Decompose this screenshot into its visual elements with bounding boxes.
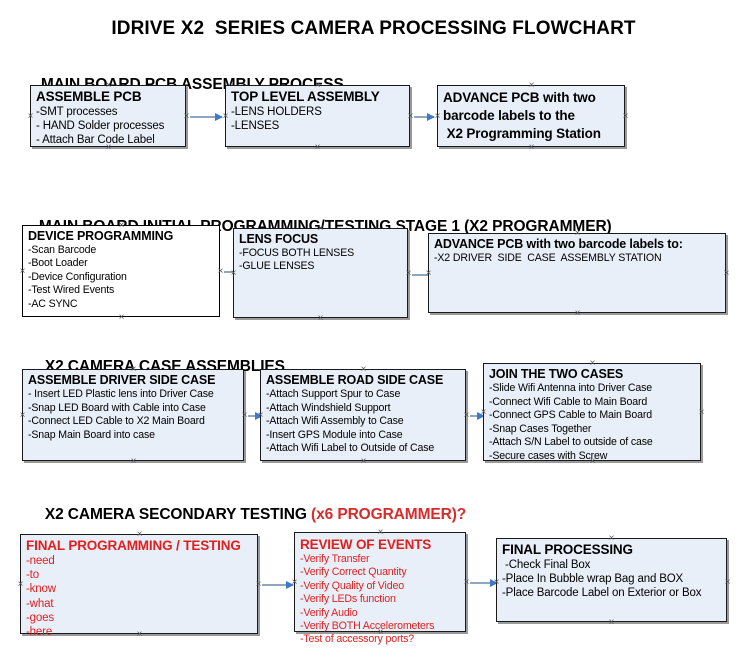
node-review-of-events[interactable]: REVIEW OF EVENTS -Verify Transfer -Verif… xyxy=(294,532,466,645)
connector-road-side-to-join-cases xyxy=(470,411,485,420)
node-line: -know xyxy=(26,583,56,596)
node-line: -Snap Cases Together xyxy=(489,422,592,435)
node-line: -Verify LEDs function xyxy=(300,593,396,606)
node-line: -Insert GPS Module into Case xyxy=(266,428,403,441)
connector-review-of-events-to-final-processing xyxy=(470,578,498,587)
node-title: FINAL PROCESSING xyxy=(502,542,633,557)
node-title: ASSEMBLE DRIVER SIDE CASE xyxy=(28,373,216,387)
node-line: - HAND Solder processes xyxy=(36,120,165,133)
node-line: -Verify Audio xyxy=(300,606,358,619)
node-device-programming[interactable]: DEVICE PROGRAMMING -Scan Barcode -Boot L… xyxy=(22,225,220,317)
node-line: -to xyxy=(26,569,39,582)
node-final-programming-testing[interactable]: FINAL PROGRAMMING / TESTING -need -to -k… xyxy=(20,534,258,638)
node-line: -Place In Bubble wrap Bag and BOX xyxy=(502,573,684,586)
node-assemble-road-side-case[interactable]: ASSEMBLE ROAD SIDE CASE -Attach Support … xyxy=(260,369,466,461)
section-heading-x2-camera-secondary-testing: X2 CAMERA SECONDARY TESTING (x6 PROGRAMM… xyxy=(28,488,466,542)
node-line: -Attach Windshield Support xyxy=(266,401,391,414)
node-line: -Attach Wifi Label to Outside of Case xyxy=(266,442,435,455)
node-line: -Connect LED Cable to X2 Main Board xyxy=(28,415,205,428)
node-line: -Device Configuration xyxy=(28,270,127,283)
node-line: -Attach S/N Label to outside of case xyxy=(489,436,653,449)
node-line: -Snap Main Board into case xyxy=(28,428,155,441)
node-line: -Place Barcode Label on Exterior or Box xyxy=(502,587,702,600)
node-line: -Check Final Box xyxy=(502,559,591,571)
node-line-overflow: -Test of accessory ports? xyxy=(300,633,415,646)
section-heading-accent: (x6 PROGRAMMER)? xyxy=(311,506,467,523)
node-line: -here xyxy=(26,626,53,639)
node-line: -Connect Wifi Cable to Main Board xyxy=(489,395,648,408)
node-line: -Scan Barcode xyxy=(28,244,97,256)
node-line: -LENS HOLDERS xyxy=(231,106,322,118)
node-line: -AC SYNC xyxy=(28,297,78,310)
node-line: -need xyxy=(26,555,55,567)
node-title: ADVANCE PCB with two barcode labels to: xyxy=(434,237,683,251)
node-line: -Attach Support Spur to Case xyxy=(266,388,401,400)
connector-driver-side-to-road-side xyxy=(248,411,263,420)
node-title: LENS FOCUS xyxy=(239,232,319,246)
node-top-level-assembly[interactable]: TOP LEVEL ASSEMBLY -LENS HOLDERS -LENSES xyxy=(225,85,410,147)
node-line: -Test Wired Events xyxy=(28,284,115,297)
node-line: -Verify BOTH Accelerometers xyxy=(300,620,435,633)
node-title: ADVANCE PCB with two barcode labels to t… xyxy=(443,90,601,141)
node-line: - Insert LED Plastic lens into Driver Ca… xyxy=(28,388,214,400)
node-line: -FOCUS BOTH LENSES xyxy=(239,247,355,259)
node-line: -SMT processes xyxy=(36,106,118,118)
node-line: -Secure cases with Screw xyxy=(489,449,608,462)
node-final-processing[interactable]: FINAL PROCESSING -Check Final Box -Place… xyxy=(496,538,727,622)
node-line: -Snap LED Board with Cable into Case xyxy=(28,401,206,414)
node-lens-focus[interactable]: LENS FOCUS -FOCUS BOTH LENSES -GLUE LENS… xyxy=(233,228,408,318)
node-line: -goes xyxy=(26,611,55,624)
connector-final-programming-to-review-of-events xyxy=(262,580,294,589)
node-line: -Verify Correct Quantity xyxy=(300,566,407,579)
node-line: -Slide Wifi Antenna into Driver Case xyxy=(489,382,652,394)
node-title: FINAL PROGRAMMING / TESTING xyxy=(26,538,241,553)
node-line: -LENSES xyxy=(231,120,280,133)
node-line: -Attach Wifi Assembly to Case xyxy=(266,415,404,428)
page-title: IDRIVE X2 SERIES CAMERA PROCESSING FLOWC… xyxy=(111,18,636,39)
connector-assemble-pcb-to-top-level-assembly xyxy=(190,112,223,121)
node-line: -Verify Transfer xyxy=(300,553,370,565)
node-title: TOP LEVEL ASSEMBLY xyxy=(231,89,380,104)
node-title: DEVICE PROGRAMMING xyxy=(28,229,174,243)
node-line: -Connect GPS Cable to Main Board xyxy=(489,409,653,422)
node-title: REVIEW OF EVENTS xyxy=(300,537,432,552)
node-line: -what xyxy=(26,597,54,610)
connector-top-level-assembly-to-advance-pcb xyxy=(414,112,435,121)
node-advance-pcb-to-x2-programming-station[interactable]: ADVANCE PCB with two barcode labels to t… xyxy=(437,85,625,147)
node-advance-pcb-to-driver-side-case-station[interactable]: ADVANCE PCB with two barcode labels to: … xyxy=(428,233,726,313)
node-assemble-pcb[interactable]: ASSEMBLE PCB -SMT processes - HAND Solde… xyxy=(30,85,186,147)
node-title: ASSEMBLE PCB xyxy=(36,89,142,104)
node-line: -Boot Loader xyxy=(28,257,88,270)
node-line: -Verify Quality of Video xyxy=(300,579,404,592)
node-line: -X2 DRIVER SIDE CASE ASSEMBLY STATION xyxy=(434,252,662,264)
node-title: JOIN THE TWO CASES xyxy=(489,367,624,381)
node-line: - Attach Bar Code Label xyxy=(36,134,155,147)
node-title: ASSEMBLE ROAD SIDE CASE xyxy=(266,373,444,387)
node-assemble-driver-side-case[interactable]: ASSEMBLE DRIVER SIDE CASE - Insert LED P… xyxy=(22,369,244,461)
node-line: -GLUE LENSES xyxy=(239,260,315,273)
section-heading-text: X2 CAMERA SECONDARY TESTING xyxy=(44,506,312,523)
node-join-the-two-cases[interactable]: JOIN THE TWO CASES -Slide Wifi Antenna i… xyxy=(483,363,701,462)
